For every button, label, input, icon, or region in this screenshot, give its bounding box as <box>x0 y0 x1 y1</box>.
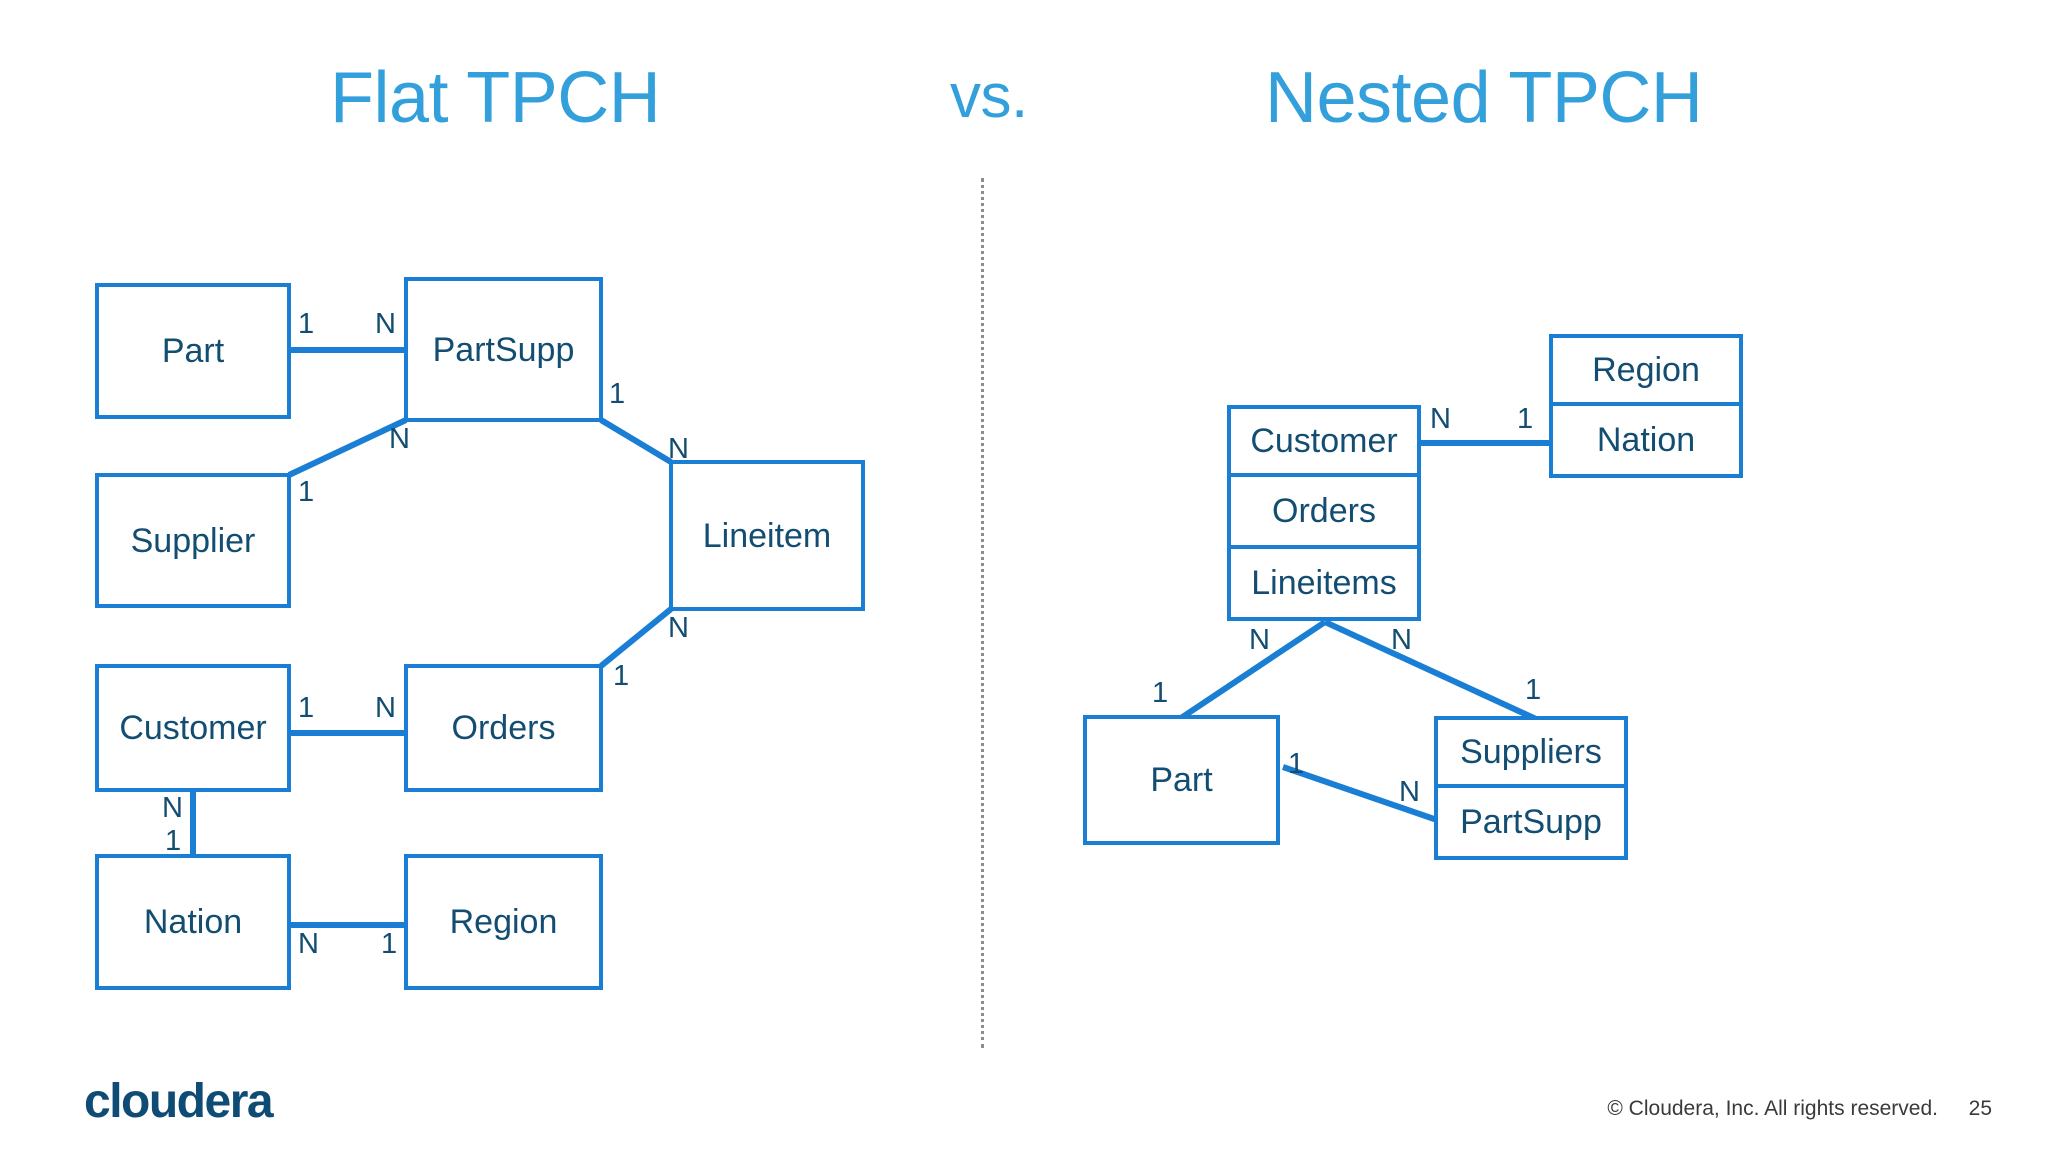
entity-label: Suppliers <box>1460 733 1602 771</box>
entity-segment-lineitems[interactable]: Lineitems <box>1227 549 1421 621</box>
cardinality-partsupp-lineitem-1: 1 <box>609 378 626 410</box>
entity-label: Orders <box>1272 492 1376 530</box>
entity-box-part-nested[interactable]: Part <box>1083 715 1280 845</box>
entity-box-nation[interactable]: Nation <box>95 854 291 990</box>
entity-label: Part <box>1150 761 1213 799</box>
page-number: 25 <box>1968 1097 1992 1120</box>
cardinality-partsupp-supplier-n: N <box>389 423 410 455</box>
cardinality-customer-orders-1: 1 <box>298 692 315 724</box>
cardinality-nation-customer-1: 1 <box>165 825 182 857</box>
cardinality-n-customer-nation-n: N <box>1430 403 1451 435</box>
entity-segment-suppliers[interactable]: Suppliers <box>1434 716 1628 788</box>
page-title-vs: vs. <box>950 62 1028 131</box>
cardinality-orders-customer-n: N <box>375 692 396 724</box>
cardinality-nation-region-n: N <box>298 928 319 960</box>
entity-label: Part <box>161 332 225 370</box>
copyright-text: © Cloudera, Inc. All rights reserved. <box>1607 1097 1938 1120</box>
edge-lineitem-orders <box>599 606 673 669</box>
entity-label: Region <box>1592 351 1700 389</box>
cardinality-n-partsupp-part-n: N <box>1399 776 1420 808</box>
cardinality-part-partsupp-1: 1 <box>298 308 315 340</box>
entity-segment-partsupp[interactable]: PartSupp <box>1434 788 1628 860</box>
entity-box-supplier[interactable]: Supplier <box>95 473 291 608</box>
entity-label: Supplier <box>130 521 256 560</box>
entity-segment-customer[interactable]: Customer <box>1227 405 1421 477</box>
cardinality-n-lineitems-part-n: N <box>1249 624 1270 656</box>
entity-segment-region[interactable]: Region <box>1549 334 1743 406</box>
cardinality-n-part-lineitems-1: 1 <box>1152 677 1169 709</box>
cardinality-n-suppliers-lineitems-1: 1 <box>1525 674 1542 706</box>
cardinality-part-partsupp-n: N <box>375 308 396 340</box>
entity-label: Customer <box>1250 422 1398 460</box>
entity-label: Lineitems <box>1251 564 1397 602</box>
entity-label: Customer <box>119 709 267 747</box>
page-title-left: Flat TPCH <box>330 58 661 138</box>
entity-segment-nation[interactable]: Nation <box>1549 406 1743 478</box>
edge-n-lineitems-suppliers <box>1323 619 1538 722</box>
cardinality-n-part-partsupp-1: 1 <box>1288 748 1305 780</box>
entity-box-partsupp[interactable]: PartSupp <box>404 277 603 422</box>
edge-partsupp-lineitem <box>599 417 673 465</box>
cloudera-logo: cloudera <box>84 1075 274 1128</box>
cardinality-lineitem-orders-n: N <box>668 612 689 644</box>
entity-label: PartSupp <box>1460 803 1602 841</box>
cardinality-n-nation-customer-1: 1 <box>1517 403 1534 435</box>
entity-box-region[interactable]: Region <box>404 854 603 990</box>
entity-box-part[interactable]: Part <box>95 283 291 419</box>
cardinality-supplier-partsupp-1: 1 <box>298 476 315 508</box>
entity-label: Lineitem <box>702 516 832 555</box>
entity-label: Region <box>449 903 558 941</box>
entity-box-customer-nested[interactable]: Customer Orders Lineitems <box>1227 405 1421 621</box>
entity-box-customer[interactable]: Customer <box>95 664 291 792</box>
entity-box-orders[interactable]: Orders <box>404 664 603 792</box>
entity-label: Nation <box>143 903 243 941</box>
entity-box-supplier-nested[interactable]: Suppliers PartSupp <box>1434 716 1628 860</box>
cardinality-orders-lineitem-1: 1 <box>613 660 630 692</box>
vertical-divider <box>981 178 984 1048</box>
entity-label: PartSupp <box>432 330 575 369</box>
cardinality-region-nation-1: 1 <box>381 928 398 960</box>
entity-box-region-nested[interactable]: Region Nation <box>1549 334 1743 478</box>
cardinality-customer-nation-n: N <box>162 792 183 824</box>
page-title-right: Nested TPCH <box>1265 58 1703 138</box>
entity-label: Nation <box>1596 421 1696 459</box>
entity-box-lineitem[interactable]: Lineitem <box>669 460 865 611</box>
entity-label: Orders <box>451 709 556 747</box>
entity-segment-orders[interactable]: Orders <box>1227 477 1421 549</box>
cardinality-n-lineitems-suppliers-n: N <box>1391 624 1412 656</box>
cardinality-lineitem-partsupp-n: N <box>668 433 689 465</box>
